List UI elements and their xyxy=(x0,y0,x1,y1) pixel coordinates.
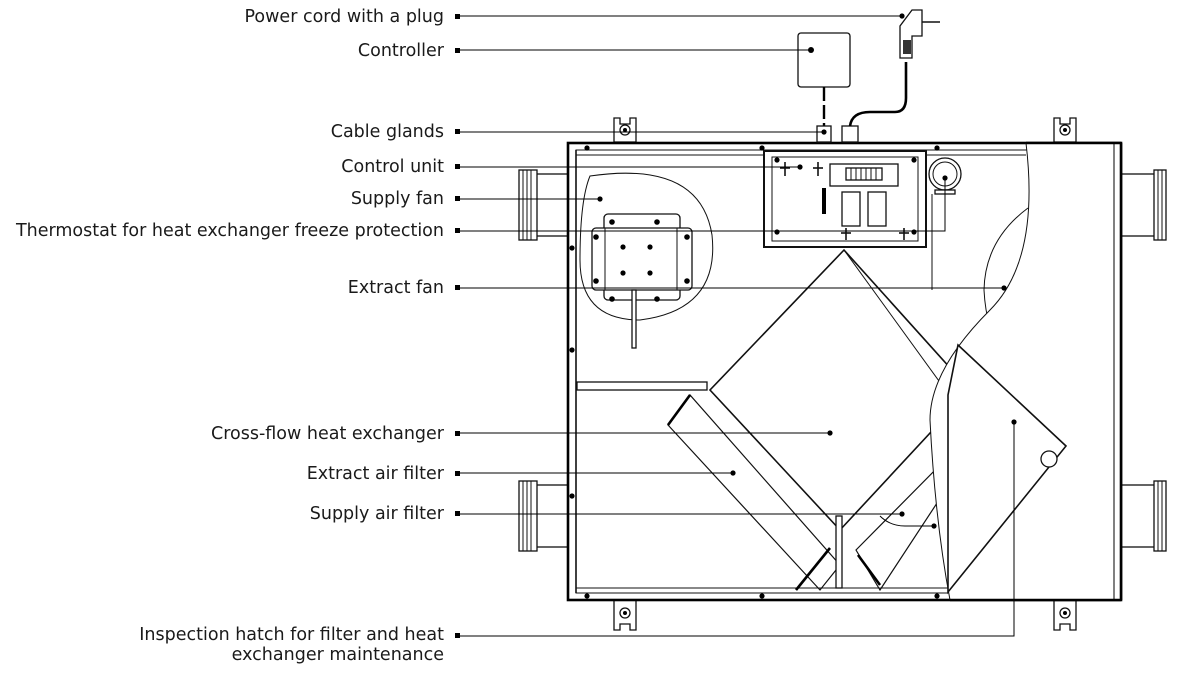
leader-extract-air-filter xyxy=(455,470,736,476)
label-supply-air-filter: Supply air filter xyxy=(310,504,445,524)
label-controller: Controller xyxy=(358,41,445,61)
duct-spigot-bottom-left xyxy=(518,480,572,552)
leader-cable-glands xyxy=(455,129,827,135)
label-thermostat: Thermostat for heat exchanger freeze pro… xyxy=(15,221,444,241)
leader-controller xyxy=(455,47,814,53)
mounting-bracket xyxy=(1053,599,1077,631)
leader-extract-fan xyxy=(455,285,1007,291)
leader-lines xyxy=(455,13,1017,638)
leader-thermostat xyxy=(455,175,948,233)
duct-spigot-top-right xyxy=(1119,169,1167,241)
leader-power-cord xyxy=(455,13,905,19)
duct-spigot-bottom-right xyxy=(1119,480,1167,552)
label-power-cord: Power cord with a plug xyxy=(244,7,444,27)
label-control-unit: Control unit xyxy=(341,157,444,177)
leader-supply-air-filter xyxy=(455,511,937,529)
label-extract-air-filter: Extract air filter xyxy=(307,464,445,484)
label-supply-fan: Supply fan xyxy=(351,189,444,209)
leader-heat-exchanger xyxy=(455,430,833,436)
inspection-hatch xyxy=(929,141,1123,602)
label-extract-fan: Extract fan xyxy=(348,278,444,298)
supply-fan xyxy=(579,172,714,349)
leader-inspection-hatch xyxy=(455,419,1017,638)
label-inspection-hatch-line2: exchanger maintenance xyxy=(232,645,444,665)
label-inspection-hatch-line1: Inspection hatch for filter and heat xyxy=(139,625,444,645)
leader-control-unit xyxy=(455,164,803,170)
mounting-bracket xyxy=(1053,117,1077,143)
mounting-bracket xyxy=(613,117,637,143)
extract-air-filter xyxy=(666,394,841,591)
duct-spigot-top-left xyxy=(518,169,572,241)
control-unit xyxy=(763,150,927,248)
labels: Power cord with a plug Controller Cable … xyxy=(15,7,445,665)
label-heat-exchanger: Cross-flow heat exchanger xyxy=(211,424,445,444)
label-cable-glands: Cable glands xyxy=(331,122,444,142)
power-cord xyxy=(848,9,940,127)
leader-supply-fan xyxy=(455,196,603,202)
controller xyxy=(797,32,851,128)
mounting-bracket xyxy=(613,599,637,631)
